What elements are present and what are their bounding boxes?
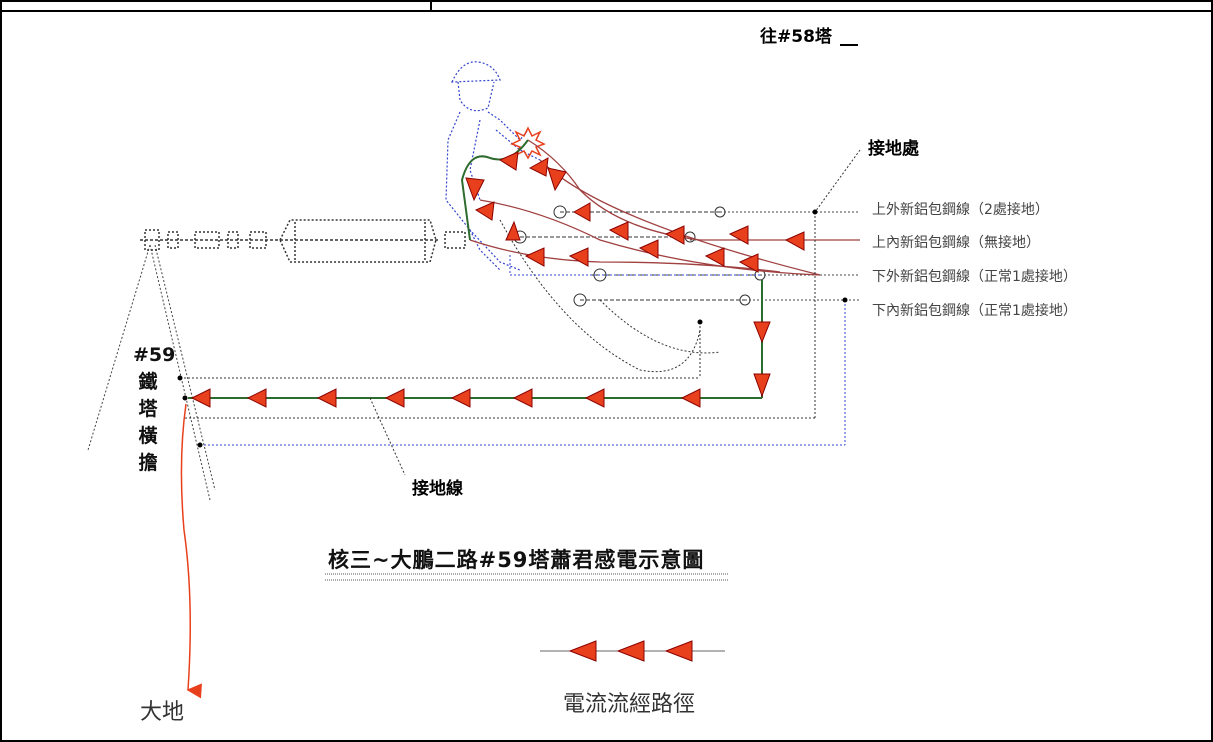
legend-label: 電流流經路徑 bbox=[563, 692, 696, 717]
arrow-icon bbox=[584, 388, 605, 408]
earth-line bbox=[180, 403, 202, 699]
arrow-icon bbox=[664, 225, 685, 245]
arrow-icon bbox=[680, 388, 701, 408]
tower-label-line: 塔 bbox=[138, 398, 158, 420]
arrow-icon bbox=[616, 640, 645, 662]
current-arrows bbox=[190, 151, 805, 408]
title-underline bbox=[325, 573, 728, 581]
spark-icon bbox=[510, 126, 546, 160]
arrow-icon bbox=[474, 201, 495, 221]
top-tower-label: 往#58塔 bbox=[760, 27, 832, 47]
cable-label-lower-outer: 下外新鋁包鋼線（正常1處接地） bbox=[872, 269, 1077, 285]
arrow-icon bbox=[568, 640, 597, 662]
arrow-icon bbox=[784, 231, 805, 251]
ground-point-label: 接地處 bbox=[868, 139, 919, 159]
tower-label-line: 橫 bbox=[138, 425, 158, 447]
tower-label: #59 鐵 塔 橫 擔 bbox=[133, 342, 176, 477]
arrow-icon bbox=[704, 247, 725, 267]
arrow-icon bbox=[450, 388, 471, 408]
cable-label-upper-inner: 上內新鋁包鋼線（無接地） bbox=[872, 235, 1040, 251]
arrow-icon bbox=[753, 373, 771, 398]
diagram-title: 核三~大鵬二路#59塔蕭君感電示意圖 bbox=[328, 548, 705, 572]
arrow-icon bbox=[738, 253, 759, 273]
tower-label-line: #59 bbox=[133, 344, 176, 366]
arrow-icon bbox=[498, 151, 519, 171]
ground-wire-label: 接地線 bbox=[412, 479, 463, 499]
arrow-icon bbox=[568, 247, 589, 267]
insulator-string bbox=[140, 219, 466, 263]
arrow-icon bbox=[246, 388, 267, 408]
arrow-icon bbox=[547, 167, 567, 192]
arrow-icon bbox=[572, 202, 591, 222]
tower-label-line: 鐵 bbox=[138, 371, 158, 393]
arrow-icon bbox=[384, 388, 405, 408]
arrow-icon bbox=[608, 221, 629, 241]
legend-sample bbox=[540, 640, 725, 662]
arrow-icon bbox=[505, 220, 521, 241]
tower-label-line: 擔 bbox=[138, 452, 158, 474]
arrow-icon bbox=[465, 177, 485, 202]
arrow-icon bbox=[728, 225, 749, 245]
earth-label: 大地 bbox=[140, 700, 185, 725]
cable-label-upper-outer: 上外新鋁包鋼線（2處接地） bbox=[872, 202, 1049, 218]
conductor-bundles bbox=[513, 205, 766, 307]
cable-label-lower-inner: 下內新鋁包鋼線（正常1處接地） bbox=[872, 303, 1077, 319]
arrow-icon bbox=[664, 640, 693, 662]
arrow-icon bbox=[190, 388, 211, 408]
arrow-icon bbox=[524, 247, 545, 267]
arrow-icon bbox=[512, 388, 533, 408]
arrow-icon bbox=[316, 388, 337, 408]
return-paths bbox=[180, 149, 861, 446]
arrow-icon bbox=[638, 239, 659, 259]
ground-dots bbox=[177, 209, 848, 448]
arrow-icon bbox=[753, 321, 771, 344]
arrow-icon bbox=[528, 157, 549, 177]
